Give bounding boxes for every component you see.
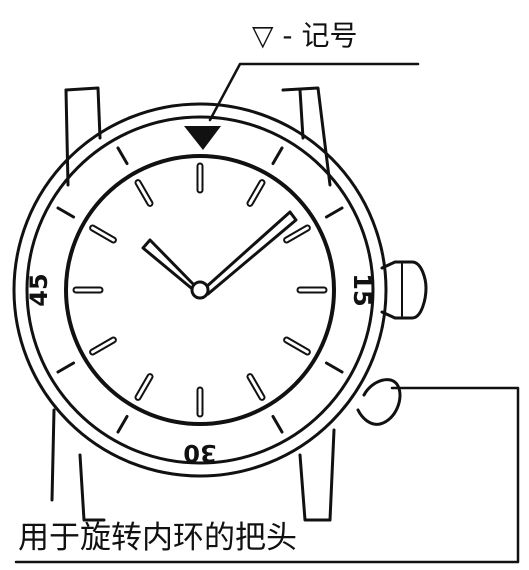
watch-case-outline bbox=[12, 102, 388, 478]
bezel-tick bbox=[56, 361, 76, 374]
triangle-mark-icon bbox=[184, 126, 221, 150]
numeral-15: 15 bbox=[348, 273, 376, 306]
rotating-bezel-outer bbox=[25, 115, 375, 465]
hour-hand bbox=[141, 238, 199, 294]
bezel-tick bbox=[271, 414, 284, 434]
crown-leader-line bbox=[14, 386, 520, 564]
bezel-tick bbox=[271, 146, 284, 166]
minute-hand bbox=[203, 210, 298, 296]
hour-markers bbox=[56, 146, 344, 434]
hour-marker-fill bbox=[136, 181, 152, 205]
bezel-tick bbox=[56, 206, 76, 219]
watch-hands bbox=[141, 210, 298, 300]
bezel-tick bbox=[324, 206, 344, 219]
hour-marker-fill bbox=[91, 338, 115, 354]
hour-marker-fill bbox=[285, 226, 309, 242]
mark-leader-line bbox=[208, 62, 420, 122]
dial-ring bbox=[64, 154, 336, 426]
hand-center-pin bbox=[190, 280, 210, 300]
inner-ring-crown[interactable] bbox=[356, 378, 402, 426]
hour-marker-fill bbox=[136, 375, 152, 399]
rotating-mark-label: ▽ - 记号 bbox=[252, 19, 358, 52]
hour-marker-fill bbox=[248, 375, 264, 399]
bezel-tick bbox=[324, 361, 344, 374]
hour-marker-fill bbox=[91, 226, 115, 242]
bezel-tick bbox=[116, 414, 129, 434]
crown-caption-label: 用于旋转内环的把头 bbox=[18, 520, 297, 556]
hour-marker-fill bbox=[285, 338, 309, 354]
upper-crown[interactable] bbox=[380, 260, 428, 320]
numeral-30: 30 bbox=[183, 439, 216, 467]
bezel-tick bbox=[116, 146, 129, 166]
hour-marker-fill bbox=[248, 181, 264, 205]
numeral-45: 45 bbox=[25, 273, 53, 306]
